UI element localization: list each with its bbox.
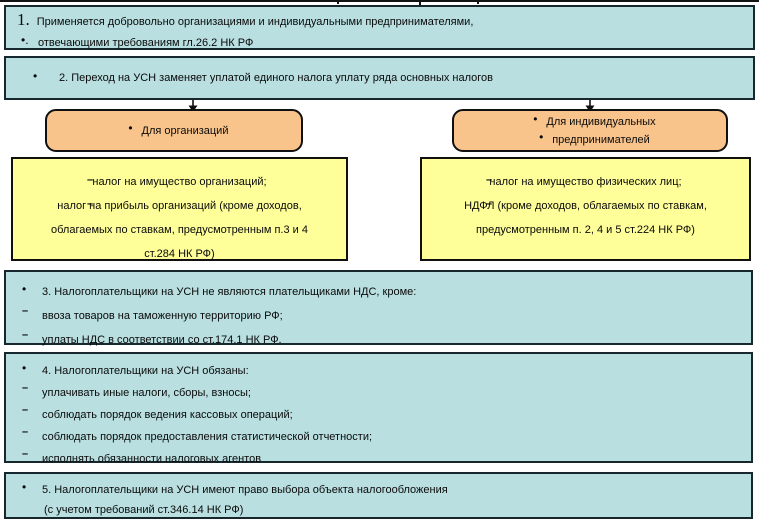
bullet-icon: • [22, 480, 27, 494]
entrepreneurs-taxes-list: – налог на имущество физических лиц; – Н… [420, 157, 751, 261]
entrepreneurs-label-line1: Для индивидуальных [546, 115, 656, 128]
down-arrow-icon [188, 100, 198, 112]
dash-icon: – [22, 382, 29, 394]
box4-title-line: • 4. Налогоплательщики на УСН обязаны: [22, 359, 751, 382]
organizations-taxes-list: – налог на имущество организаций; – нало… [11, 157, 348, 261]
branch-entrepreneurs: • Для индивидуальных • предпринимателей [452, 109, 728, 152]
dash-icon: – [486, 174, 493, 186]
list-item: – налог на имущество организаций; [13, 170, 346, 194]
box1-line1: 1. Применяется добровольно организациями… [17, 10, 745, 30]
list-item: – уплачивать иные налоги, сборы, взносы; [22, 382, 751, 404]
box-3-vat-exemption: • 3. Налогоплательщики на УСН не являютс… [4, 270, 753, 346]
top-divider [0, 0, 759, 2]
cropped-title-mark [477, 0, 479, 4]
dash-icon: – [22, 426, 29, 438]
box5-line1: 5. Налогоплательщики на УСН имеют право … [42, 484, 448, 496]
bullet-icon: • [539, 129, 544, 144]
organizations-label: Для организаций [141, 124, 229, 137]
dash-icon: – [22, 404, 29, 416]
list-item: – соблюдать порядок ведения кассовых опе… [22, 404, 751, 426]
dash-icon: – [22, 305, 29, 317]
box1-line2-text: отвечающими требованиям гл.26.2 НК РФ [38, 37, 254, 49]
bullet-icon: •. [21, 33, 29, 47]
box4-title: 4. Налогоплательщики на УСН обязаны: [42, 365, 249, 377]
dash-icon: – [87, 198, 94, 210]
list-item: – соблюдать порядок предоставления стати… [22, 426, 751, 448]
box2-text: 2. Переход на УСН заменяет уплатой едино… [59, 72, 494, 84]
dash-icon: – [22, 329, 29, 341]
entrepreneurs-label-line2: предпринимателей [552, 133, 650, 146]
box-5-object-choice-right: • 5. Налогоплательщики на УСН имеют прав… [4, 472, 753, 519]
list-item: – налог на прибыль организаций (кроме до… [13, 194, 346, 266]
box3-title: 3. Налогоплательщики на УСН не являются … [42, 286, 417, 298]
bullet-icon: • [22, 361, 27, 375]
bullet-icon: • [533, 111, 538, 126]
box1-number: 1. [17, 10, 30, 29]
list-item: – НДФЛ (кроме доходов, облагаемых по ста… [422, 194, 749, 242]
list-item: – исполнять обязанности налоговых агенто… [22, 448, 751, 470]
bullet-icon: • [33, 69, 38, 83]
box5-line2: (с учетом требований ст.346.14 НК РФ) [44, 504, 244, 516]
box5-title-line: • 5. Налогоплательщики на УСН имеют прав… [22, 479, 751, 500]
box1-line1-text: Применяется добровольно организациями и … [36, 16, 474, 28]
dash-icon: – [87, 174, 94, 186]
cropped-title-mark [337, 0, 339, 4]
box3-title-line: • 3. Налогоплательщики на УСН не являютс… [22, 279, 751, 304]
box-2-single-tax-replacement: • 2. Переход на УСН заменяет уплатой еди… [4, 56, 755, 100]
cropped-title-mark [419, 0, 421, 5]
list-item: – уплаты НДС в соответствии со ст.174.1 … [22, 328, 751, 352]
branch-organizations: • Для организаций [45, 109, 303, 152]
box-1-voluntary-application: 1. Применяется добровольно организациями… [4, 5, 755, 50]
list-item: – налог на имущество физических лиц; [422, 170, 749, 194]
dash-icon: – [22, 448, 29, 460]
box1-line2: •. отвечающими требованиям гл.26.2 НК РФ [17, 33, 745, 49]
bullet-icon: • [22, 282, 27, 296]
dash-icon: – [486, 198, 493, 210]
box-4-taxpayer-obligations: • 4. Налогоплательщики на УСН обязаны: –… [4, 352, 753, 465]
bullet-icon: • [128, 120, 133, 135]
down-arrow-icon [585, 100, 595, 112]
list-item: – ввоза товаров на таможенную территорию… [22, 304, 751, 328]
